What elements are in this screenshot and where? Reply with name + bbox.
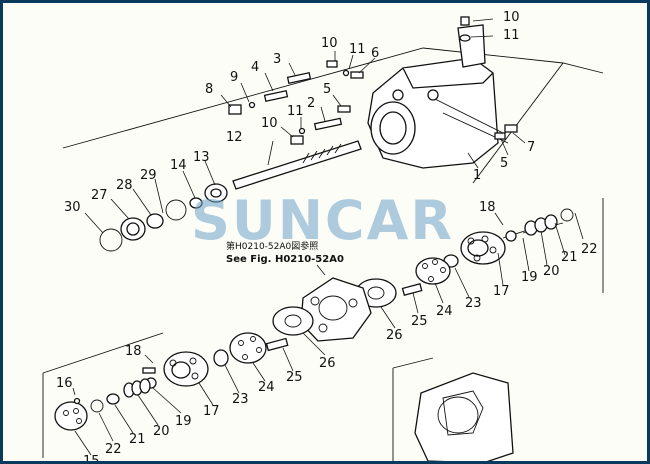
part-label: 23 (232, 392, 249, 407)
part-label: 10 (261, 116, 278, 131)
part-label: 22 (105, 442, 122, 457)
leader-lines (72, 18, 584, 456)
part-label: 24 (436, 304, 453, 319)
part-label: 11 (349, 42, 366, 57)
part-label: 7 (527, 140, 535, 155)
part-label: 21 (561, 250, 578, 265)
part-label: 26 (386, 328, 403, 343)
part-label: 12 (226, 130, 243, 145)
part-label: 11 (287, 104, 304, 119)
pump-housing (367, 24, 509, 169)
part-label: 5 (500, 156, 508, 171)
part-label: 19 (521, 270, 538, 285)
part-label: 27 (91, 188, 108, 203)
figure-reference: 第H0210-52A0図参照 See Fig. H0210-52A0 (226, 240, 344, 265)
part-label: 8 (205, 82, 213, 97)
top-fasteners (228, 16, 518, 145)
part-label: 16 (56, 376, 73, 391)
suncar-watermark: SUNCAR (191, 189, 454, 252)
shaft-bearing-set (99, 183, 228, 252)
swash-plate (300, 264, 372, 342)
part-label: 17 (493, 284, 510, 299)
part-label: 9 (230, 70, 238, 85)
part-label: 2 (307, 96, 315, 111)
part-label: 13 (193, 150, 210, 165)
part-label: 19 (175, 414, 192, 429)
part-label: 3 (273, 52, 281, 67)
part-label: 14 (170, 158, 187, 173)
part-label: 18 (125, 344, 142, 359)
part-label: 29 (140, 168, 157, 183)
part-label: 10 (321, 36, 338, 51)
reference-jp: 第H0210-52A0図参照 (226, 240, 318, 252)
part-label: 4 (251, 60, 259, 75)
part-label: 18 (479, 200, 496, 215)
part-label: 26 (319, 356, 336, 371)
part-label: 6 (371, 46, 379, 61)
part-label: 17 (203, 404, 220, 419)
drive-shaft (232, 140, 362, 190)
part-label: 21 (129, 432, 146, 447)
part-label: 11 (503, 28, 520, 43)
part-number-labels: 10 11 10 11 6 9 4 3 8 5 2 11 10 12 7 5 1… (56, 10, 598, 461)
part-label: 20 (153, 424, 170, 439)
cylinder-block-left (54, 306, 314, 431)
part-label: 20 (543, 264, 560, 279)
part-label: 24 (258, 380, 275, 395)
part-label: 25 (411, 314, 428, 329)
reference-en: See Fig. H0210-52A0 (226, 254, 344, 265)
part-label: 5 (323, 82, 331, 97)
assembly-outline (42, 47, 604, 458)
part-label: 28 (116, 178, 133, 193)
part-label: 23 (465, 296, 482, 311)
end-cover (392, 357, 514, 461)
part-label: 15 (83, 454, 100, 461)
part-label: 10 (503, 10, 520, 25)
exploded-parts-diagram: 10 11 10 11 6 9 4 3 8 5 2 11 10 12 7 5 1… (42, 10, 604, 461)
part-label: 1 (473, 168, 481, 183)
part-label: 22 (581, 242, 598, 257)
part-label: 30 (64, 200, 81, 215)
part-label: 25 (286, 370, 303, 385)
